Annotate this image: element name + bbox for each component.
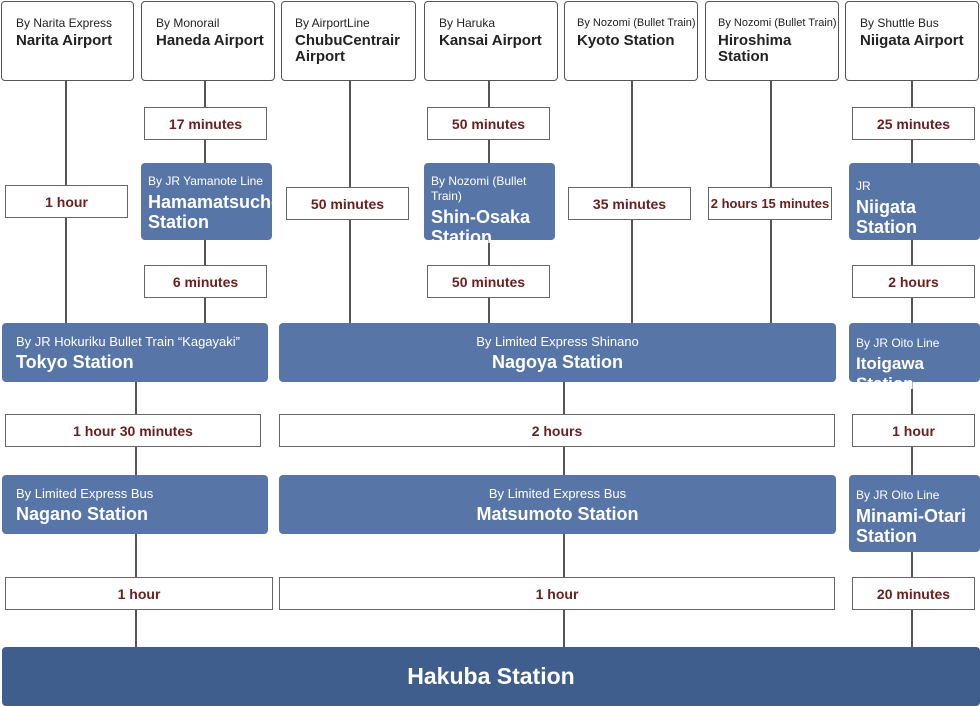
- station-nagano[interactable]: By Limited Express Bus Nagano Station: [2, 475, 268, 534]
- duration-narita-tokyo: 1 hour: [5, 185, 128, 218]
- duration-hiroshima-nagoya: 2 hours 15 minutes: [708, 187, 832, 220]
- station-hamamatsucho[interactable]: By JR Yamanote Line Hamamatsucho Station: [141, 163, 283, 240]
- station-niigata[interactable]: JR Niigata Station: [849, 163, 980, 240]
- station-shin-osaka[interactable]: By Nozomi (Bullet Train) Shin-Osaka Stat…: [424, 163, 555, 247]
- origin-narita[interactable]: By Narita Express Narita Airport: [1, 1, 134, 81]
- duration-matsumoto-hakuba: 1 hour: [279, 577, 835, 610]
- origin-name: Kyoto Station: [577, 32, 675, 49]
- station-name: Nagoya Station: [491, 352, 624, 372]
- origin-name: Haneda Airport: [156, 32, 264, 49]
- duration-tokyo-nagano: 1 hour 30 minutes: [5, 414, 261, 447]
- station-tokyo[interactable]: By JR Hokuriku Bullet Train “Kagayaki” T…: [2, 323, 268, 382]
- route-label: By Narita Express: [16, 16, 113, 30]
- origin-niigata-airport[interactable]: By Shuttle Bus Niigata Airport: [845, 1, 979, 81]
- origin-name: Kansai Airport: [439, 32, 542, 49]
- route-label: By Limited Express Bus: [488, 486, 627, 501]
- station-nagoya[interactable]: By Limited Express Shinano Nagoya Statio…: [279, 323, 836, 382]
- route-label: By Monorail: [156, 16, 220, 30]
- duration-niigata-itoigawa: 2 hours: [852, 265, 975, 298]
- route-label: By Shuttle Bus: [860, 16, 939, 30]
- route-label: By JR Oito Line: [856, 488, 940, 502]
- station-name: Niigata Station: [856, 197, 917, 237]
- origin-name: ChubuCentrair Airport: [295, 32, 400, 65]
- origin-kyoto[interactable]: By Nozomi (Bullet Train) Kyoto Station: [564, 1, 698, 81]
- duration-chubu-nagoya: 50 minutes: [286, 187, 409, 220]
- origin-haneda[interactable]: By Monorail Haneda Airport: [141, 1, 275, 81]
- route-label: By JR Yamanote Line: [148, 174, 263, 188]
- station-name: Nagano Station: [16, 504, 149, 524]
- route-label: By AirportLine: [295, 16, 370, 30]
- route-label: By Haruka: [439, 16, 496, 30]
- route-label: By Nozomi (Bullet Train): [431, 174, 527, 203]
- station-itoigawa[interactable]: By JR Oito Line Itoigawa Station: [849, 323, 980, 393]
- destination-hakuba-station[interactable]: Hakuba Station: [2, 647, 980, 706]
- origin-name: Niigata Airport: [860, 32, 964, 49]
- origin-chubu-centrair[interactable]: By AirportLine ChubuCentrair Airport: [281, 1, 416, 81]
- station-name: Itoigawa Station: [856, 354, 925, 393]
- duration-nagoya-matsumoto: 2 hours: [279, 414, 835, 447]
- route-label: By Limited Express Shinano: [476, 334, 639, 349]
- origin-hiroshima[interactable]: By Nozomi (Bullet Train) Hiroshima Stati…: [705, 1, 839, 81]
- route-label: By Limited Express Bus: [16, 486, 154, 501]
- station-name: Minami-Otari Station: [856, 506, 967, 546]
- route-label: By JR Oito Line: [856, 336, 940, 350]
- duration-niigata-airport-station: 25 minutes: [852, 107, 975, 140]
- origin-kansai[interactable]: By Haruka Kansai Airport: [424, 1, 558, 81]
- route-label: By Nozomi (Bullet Train): [577, 17, 696, 29]
- station-name: Tokyo Station: [16, 352, 134, 372]
- duration-kyoto-nagoya: 35 minutes: [568, 187, 691, 220]
- origin-name: Hiroshima Station: [718, 32, 792, 65]
- station-name: Hamamatsucho Station: [148, 192, 283, 232]
- origin-name: Narita Airport: [16, 32, 113, 49]
- duration-kansai-shinosaka: 50 minutes: [427, 107, 550, 140]
- station-name: Matsumoto Station: [476, 504, 639, 524]
- duration-haneda-hamamatsucho: 17 minutes: [144, 107, 267, 140]
- station-name: Shin-Osaka Station: [431, 207, 531, 247]
- route-label: By Nozomi (Bullet Train): [718, 17, 837, 29]
- duration-nagano-hakuba: 1 hour: [5, 577, 273, 610]
- duration-itoigawa-minamiotari: 1 hour: [852, 414, 975, 447]
- duration-shinosaka-nagoya: 50 minutes: [427, 265, 550, 298]
- station-minami-otari[interactable]: By JR Oito Line Minami-Otari Station: [849, 475, 980, 552]
- route-label: By JR Hokuriku Bullet Train “Kagayaki”: [16, 334, 240, 349]
- duration-minamiotari-hakuba: 20 minutes: [852, 577, 975, 610]
- station-matsumoto[interactable]: By Limited Express Bus Matsumoto Station: [279, 475, 836, 534]
- duration-hamamatsucho-tokyo: 6 minutes: [144, 265, 267, 298]
- route-label: JR: [856, 179, 871, 193]
